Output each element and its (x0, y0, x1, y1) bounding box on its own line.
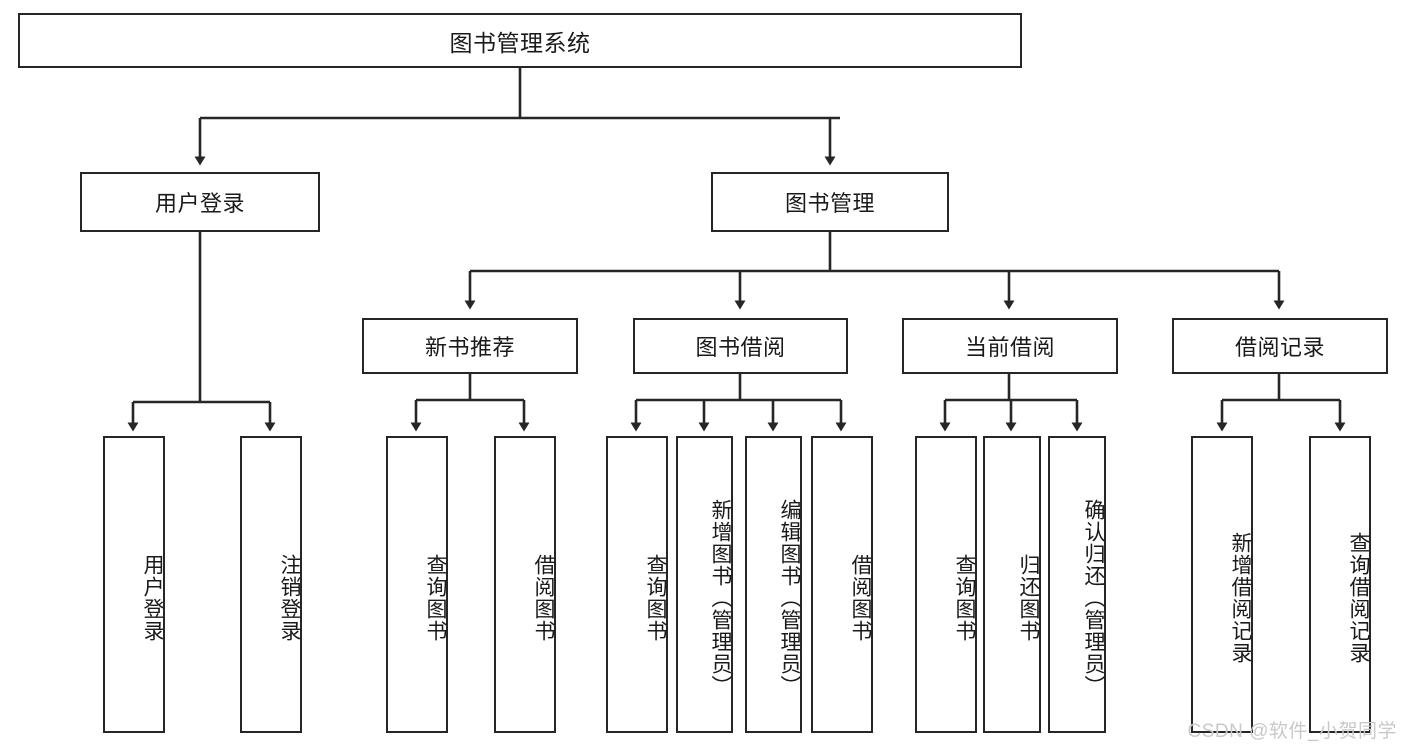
node-book-management[interactable]: 图书管理 (711, 172, 949, 232)
leaf-borrow-query-book[interactable]: 查询图书 (606, 436, 668, 733)
node-label: 借阅图书 (532, 553, 555, 642)
node-label: 注销登录 (278, 553, 301, 642)
node-label: 图书管理 (784, 191, 875, 216)
leaf-current-return-book[interactable]: 归还图书 (983, 436, 1041, 733)
node-label: 编辑图书（管理员） (778, 498, 801, 697)
node-label: 新书推荐 (424, 335, 515, 360)
node-label: 用户登录 (141, 553, 164, 642)
node-root-book-management-system[interactable]: 图书管理系统 (18, 13, 1022, 68)
node-label: 当前借阅 (964, 335, 1055, 360)
node-label: 用户登录 (154, 191, 245, 216)
leaf-record-add-borrow-record[interactable]: 新增借阅记录 (1191, 436, 1253, 733)
node-label: 借阅记录 (1234, 335, 1325, 360)
leaf-record-query-borrow-record[interactable]: 查询借阅记录 (1309, 436, 1371, 733)
leaf-current-query-book[interactable]: 查询图书 (915, 436, 977, 733)
node-label: 确认归还（管理员） (1082, 498, 1105, 697)
leaf-current-confirm-return-admin[interactable]: 确认归还（管理员） (1048, 436, 1106, 733)
node-label: 查询借阅记录 (1347, 531, 1370, 664)
node-label: 查询图书 (424, 553, 447, 642)
leaf-new-book-borrow[interactable]: 借阅图书 (494, 436, 556, 733)
node-current-borrow[interactable]: 当前借阅 (902, 318, 1118, 374)
watermark-text: CSDN @软件_小贺同学 (1187, 721, 1397, 742)
node-label: 图书借阅 (695, 335, 786, 360)
node-label: 查询图书 (953, 553, 976, 642)
node-label: 归还图书 (1017, 553, 1040, 642)
node-user-login[interactable]: 用户登录 (80, 172, 320, 232)
node-book-borrow[interactable]: 图书借阅 (633, 318, 848, 374)
leaf-user-login-login[interactable]: 用户登录 (103, 436, 165, 733)
node-new-book-recommend[interactable]: 新书推荐 (362, 318, 578, 374)
leaf-borrow-add-book-admin[interactable]: 新增图书（管理员） (676, 436, 733, 733)
node-label: 查询图书 (644, 553, 667, 642)
leaf-borrow-edit-book-admin[interactable]: 编辑图书（管理员） (745, 436, 802, 733)
node-label: 图书管理系统 (449, 29, 591, 56)
leaf-user-login-logout[interactable]: 注销登录 (240, 436, 302, 733)
node-label: 新增借阅记录 (1229, 531, 1252, 664)
node-borrow-record[interactable]: 借阅记录 (1172, 318, 1388, 374)
leaf-new-book-query[interactable]: 查询图书 (386, 436, 448, 733)
node-label: 借阅图书 (849, 553, 872, 642)
node-label: 新增图书（管理员） (709, 498, 732, 697)
leaf-borrow-borrow-book[interactable]: 借阅图书 (811, 436, 873, 733)
